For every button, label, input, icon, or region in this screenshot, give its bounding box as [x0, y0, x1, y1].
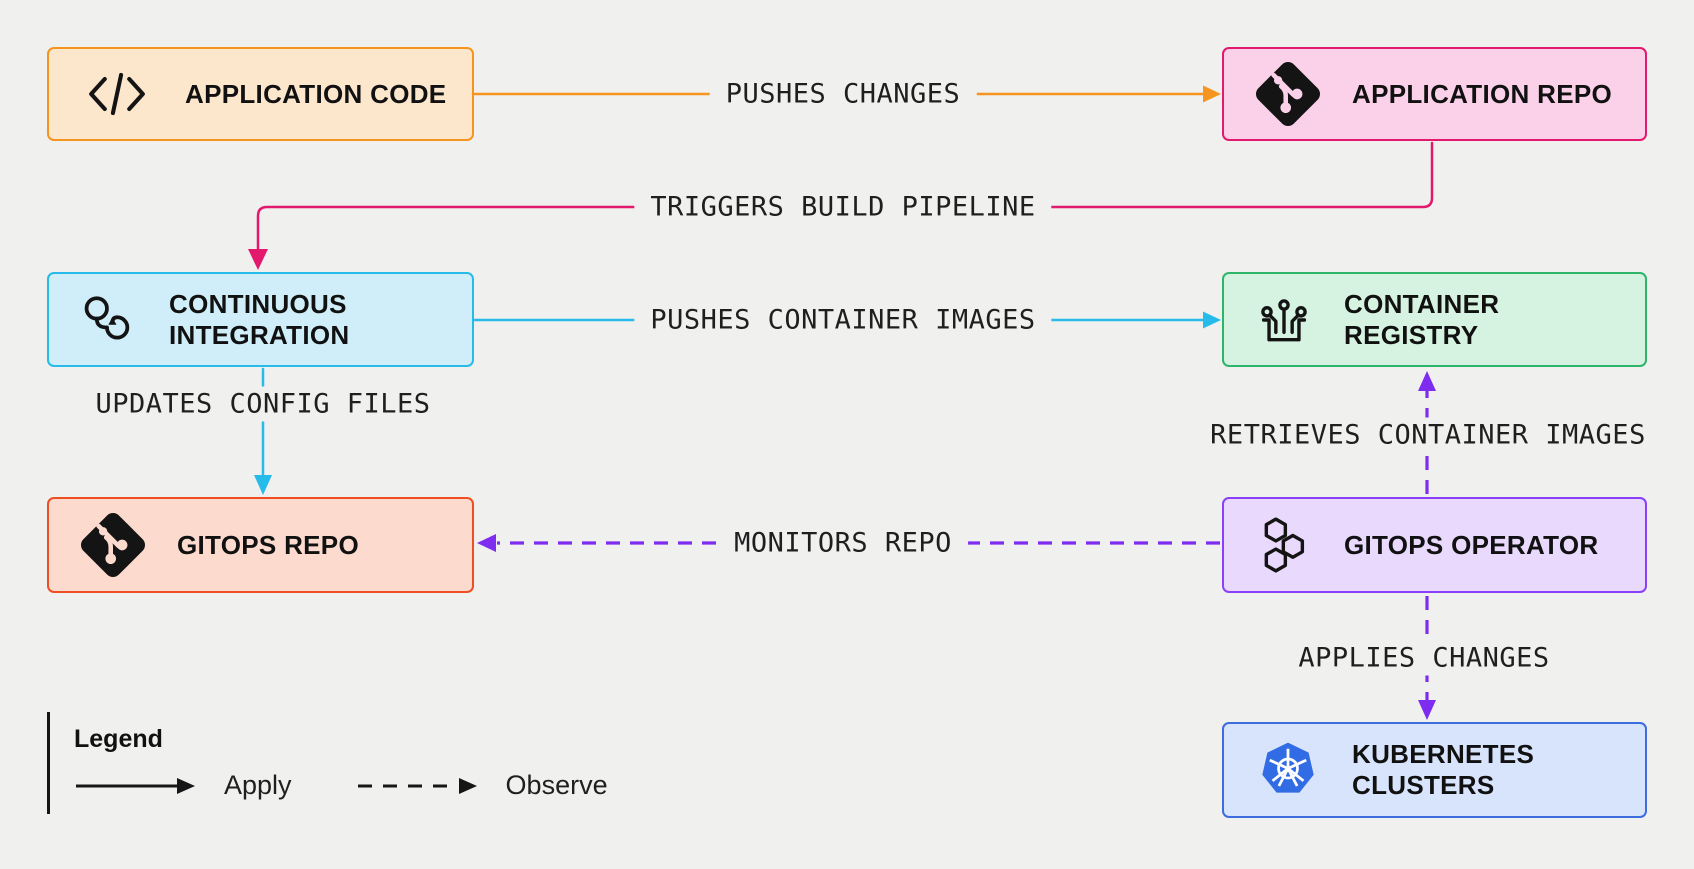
node-label: CONTINUOUS INTEGRATION [169, 288, 350, 350]
edge-label-updates-config-files: UPDATES CONFIG FILES [79, 386, 447, 422]
node-kubernetes-clusters: KUBERNETES CLUSTERS [1222, 722, 1647, 818]
node-label: APPLICATION CODE [185, 78, 447, 109]
node-gitops-repo: GITOPS REPO [47, 497, 474, 593]
edge-label-monitors-repo: MONITORS REPO [718, 525, 968, 561]
node-container-registry: CONTAINER REGISTRY [1222, 272, 1647, 367]
arrowhead [477, 534, 496, 552]
edge-label-triggers-build-pipeline: TRIGGERS BUILD PIPELINE [634, 189, 1052, 225]
arrowhead [1418, 700, 1436, 720]
node-label: APPLICATION REPO [1352, 78, 1613, 109]
git-icon [75, 507, 151, 583]
dashed-arrow-icon [356, 775, 480, 797]
edge-label-applies-changes: APPLIES CHANGES [1282, 640, 1566, 676]
node-label: KUBERNETES CLUSTERS [1352, 739, 1535, 800]
node-gitops-operator: GITOPS OPERATOR [1222, 497, 1647, 593]
container-registry-icon [1250, 286, 1318, 354]
arrowhead [1418, 371, 1436, 391]
arrowhead [248, 249, 268, 270]
legend-item-observe: Observe [505, 770, 608, 800]
edge-label-pushes-container-images: PUSHES CONTAINER IMAGES [634, 302, 1052, 338]
arrowhead [1203, 85, 1221, 103]
git-icon [1250, 56, 1326, 132]
arrowhead [254, 475, 272, 495]
code-icon [75, 60, 159, 128]
ci-loop-icon [75, 286, 143, 354]
node-label: GITOPS OPERATOR [1344, 529, 1599, 560]
edge-label-pushes-changes: PUSHES CHANGES [709, 76, 977, 112]
legend-title: Legend [74, 725, 163, 753]
node-label: CONTAINER REGISTRY [1344, 288, 1500, 350]
solid-arrow-icon [74, 775, 198, 797]
arrowhead [1203, 311, 1221, 329]
legend: Legend Apply Observe [47, 712, 608, 814]
node-application-repo: APPLICATION REPO [1222, 47, 1647, 141]
node-continuous-integration: CONTINUOUS INTEGRATION [47, 272, 474, 367]
node-application-code: APPLICATION CODE [47, 47, 474, 141]
kubernetes-icon [1250, 732, 1326, 808]
legend-item-apply: Apply [224, 770, 292, 800]
edge-label-retrieves-container-images: RETRIEVES CONTAINER IMAGES [1194, 417, 1662, 453]
node-label: GITOPS REPO [177, 529, 359, 560]
hexagons-icon [1250, 511, 1318, 579]
